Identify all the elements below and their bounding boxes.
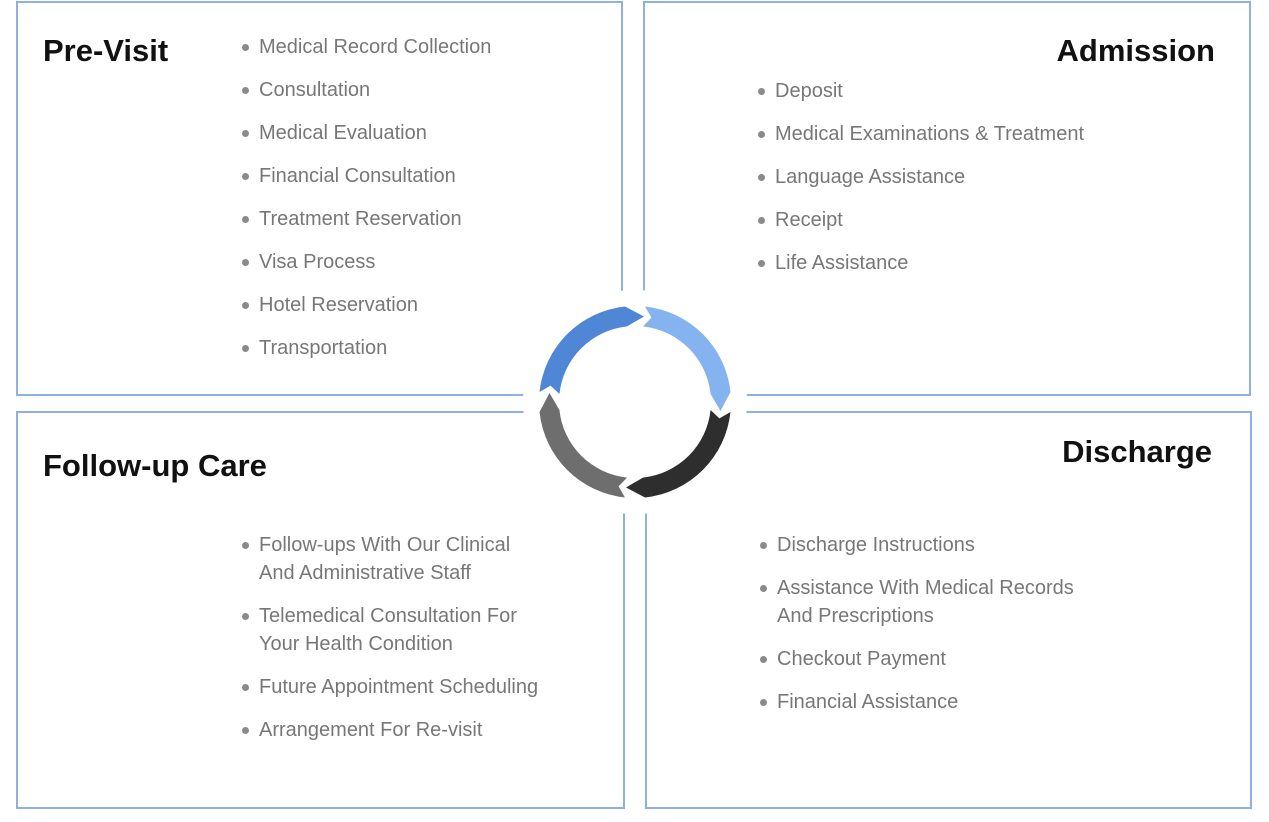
list-item-line: Assistance With Medical Records	[777, 577, 1074, 599]
quadrant-discharge: Discharge Discharge Instructions Assista…	[645, 411, 1252, 809]
list-item: Arrangement For Re-visit	[241, 716, 538, 744]
list-item-line: Discharge Instructions	[777, 534, 975, 556]
list-item: Medical Examinations & Treatment	[757, 120, 1084, 148]
list-item-line: Arrangement For Re-visit	[259, 719, 483, 741]
cycle-arrow-top-left	[539, 306, 644, 395]
list-item: Hotel Reservation	[241, 291, 491, 319]
list-item: Financial Consultation	[241, 162, 491, 190]
list-item: Follow-ups With Our Clinical And Adminis…	[241, 531, 538, 587]
list-item-line: And Prescriptions	[777, 605, 934, 627]
cycle-segments	[539, 306, 731, 498]
discharge-list: Discharge Instructions Assistance With M…	[759, 531, 1074, 731]
list-item: Medical Evaluation	[241, 119, 491, 147]
list-item-line: Checkout Payment	[777, 648, 946, 670]
list-item-line: Telemedical Consultation For	[259, 605, 517, 627]
list-item: Assistance With Medical Records And Pres…	[759, 574, 1074, 630]
list-item-line: Financial Assistance	[777, 691, 959, 713]
list-item: Deposit	[757, 77, 1084, 105]
quadrant-admission: Admission Deposit Medical Examinations &…	[643, 1, 1251, 396]
list-item: Future Appointment Scheduling	[241, 673, 538, 701]
pre-visit-list: Medical Record Collection Consultation M…	[241, 33, 491, 377]
list-item: Medical Record Collection	[241, 33, 491, 61]
cycle-arrow-top-right	[642, 306, 731, 411]
quadrant-title: Pre-Visit	[43, 33, 169, 68]
list-item-line: Future Appointment Scheduling	[259, 676, 539, 698]
list-item: Consultation	[241, 76, 491, 104]
quadrant-follow-up-care: Follow-up Care Follow-ups With Our Clini…	[16, 411, 625, 809]
list-item: Receipt	[757, 206, 1084, 234]
list-item: Language Assistance	[757, 163, 1084, 191]
quadrant-title: Follow-up Care	[43, 448, 267, 483]
list-item: Telemedical Consultation For Your Health…	[241, 602, 538, 658]
list-item: Checkout Payment	[759, 645, 1074, 673]
list-item: Life Assistance	[757, 249, 1084, 277]
list-item: Financial Assistance	[759, 688, 1074, 716]
follow-up-list: Follow-ups With Our Clinical And Adminis…	[241, 531, 538, 759]
quadrant-title: Discharge	[1062, 434, 1212, 469]
list-item: Treatment Reservation	[241, 205, 491, 233]
list-item-line: And Administrative Staff	[259, 562, 471, 584]
cycle-diagram	[523, 290, 747, 514]
list-item-line: Your Health Condition	[259, 633, 453, 655]
list-item: Discharge Instructions	[759, 531, 1074, 559]
cycle-arrow-bottom-right	[626, 409, 731, 498]
admission-list: Deposit Medical Examinations & Treatment…	[757, 77, 1084, 292]
list-item: Visa Process	[241, 248, 491, 276]
list-item-line: Follow-ups With Our Clinical	[259, 534, 511, 556]
quadrant-pre-visit: Pre-Visit Medical Record Collection Cons…	[16, 1, 623, 396]
quadrant-title: Admission	[1056, 33, 1215, 68]
list-item: Transportation	[241, 334, 491, 362]
cycle-backdrop	[523, 290, 747, 514]
cycle-arrow-bottom-left	[539, 393, 628, 498]
